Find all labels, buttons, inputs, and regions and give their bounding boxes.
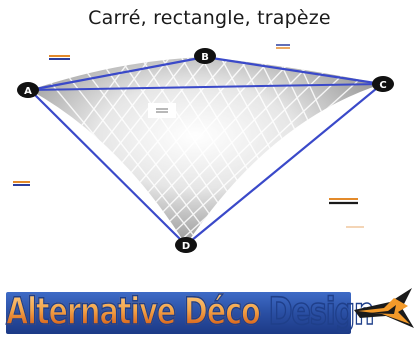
vertex-d: D [175, 237, 197, 253]
vertex-label-b: B [201, 52, 209, 63]
shade-sail-diagram: A B C D [13, 44, 394, 253]
vertex-b: B [194, 48, 216, 64]
sail-surface [30, 57, 382, 245]
vertex-badge-icon [372, 76, 394, 92]
logo-background [6, 292, 351, 334]
vertex-c: C [372, 76, 394, 92]
vertex-label-a: A [24, 86, 32, 97]
company-logo: Alternative Déco Design [0, 284, 419, 343]
vertex-label-c: C [379, 80, 386, 91]
vertex-badge-icon [194, 48, 216, 64]
vertex-badge-icon [175, 237, 197, 253]
decorative-marks [13, 44, 364, 228]
sail-logo-icon [354, 288, 414, 328]
vertex-badge-icon [17, 82, 39, 98]
sail-edges [29, 55, 383, 246]
vertex-label-d: D [182, 241, 190, 252]
logo-text: Alternative Déco Design [5, 286, 375, 338]
vertex-a: A [17, 82, 39, 98]
page-title: Carré, rectangle, trapèze [88, 7, 331, 29]
